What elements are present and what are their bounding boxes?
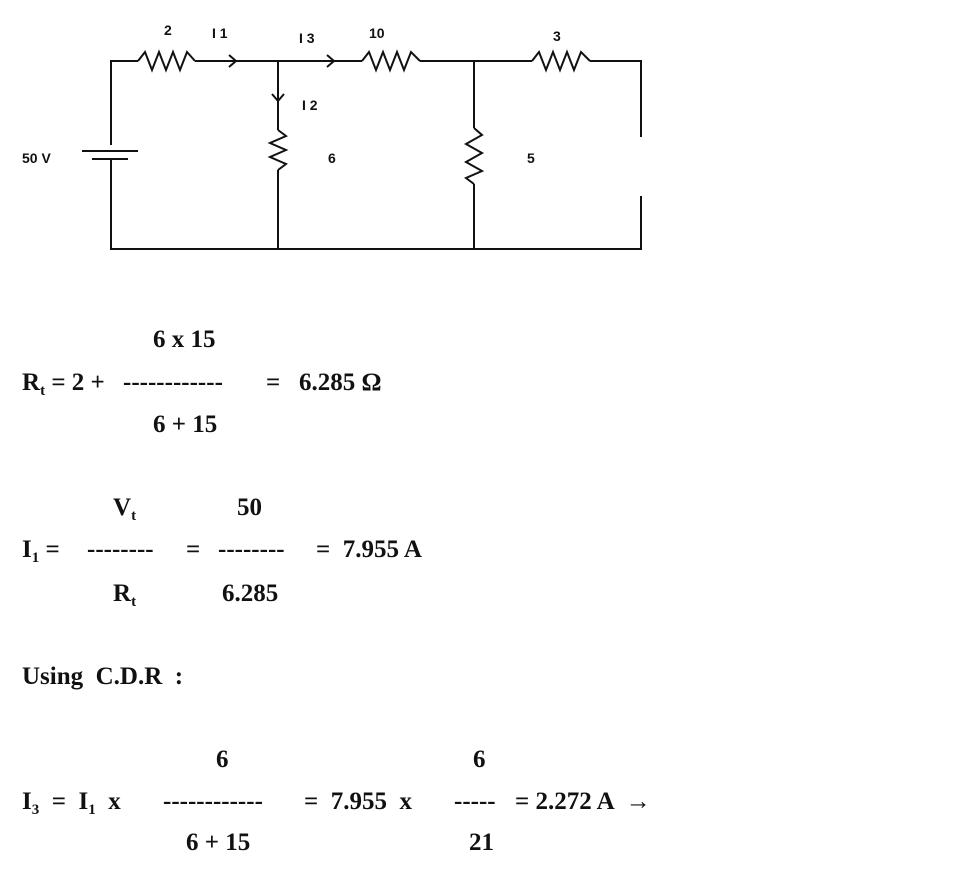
eq3-den1: 6 + 15: [186, 829, 251, 856]
arrow-i2-icon: [271, 93, 285, 103]
label-r1: 2: [164, 22, 172, 38]
label-r5: 3: [553, 28, 561, 44]
eq3-mid: = 7.955 x: [304, 788, 412, 815]
eq2-equals-mid: =: [186, 536, 201, 563]
eq3-bar1: ------------: [163, 788, 263, 815]
eq3-equals-i1: = I: [51, 788, 89, 815]
label-r4: 5: [527, 150, 535, 166]
arrow-i1-icon: [228, 54, 238, 68]
eq3-num2: 6: [473, 746, 486, 773]
eq3-result: = 2.272 A →: [515, 788, 651, 815]
eq3-times: x: [108, 788, 121, 815]
eq1-numerator: 6 x 15: [153, 326, 216, 353]
eq1-fraction-bar: ------------: [123, 369, 223, 396]
eq2-den1: Rt: [113, 580, 136, 616]
label-r3: 10: [369, 25, 385, 41]
eq2-den1-subscript: t: [131, 594, 137, 610]
wire: [590, 60, 642, 137]
wire: [110, 158, 642, 250]
resistor-3: [531, 49, 591, 73]
eq2-num1-symbol: V: [113, 494, 132, 521]
label-i1: I 1: [212, 25, 228, 41]
eq3-lhs: I3 = I1 x: [22, 788, 121, 824]
eq3-den2: 21: [469, 829, 494, 856]
eq2-lhs-subscript: 1: [31, 550, 40, 566]
eq1-lhs-subscript: t: [40, 383, 46, 399]
resistor-6: [267, 129, 289, 171]
eq2-result: = 7.955 A: [316, 536, 422, 563]
eq3-num1: 6: [216, 746, 229, 773]
eq1-lhs: Rt = 2 +: [22, 369, 105, 405]
label-i2: I 2: [302, 97, 318, 113]
eq3-i1-subscript: 1: [88, 802, 96, 818]
eq2-num1: Vt: [113, 494, 136, 530]
eq1-denominator: 6 + 15: [153, 411, 218, 438]
resistor-2: [137, 49, 196, 73]
eq1-result: = 6.285 Ω: [266, 369, 382, 396]
eq2-lhs: I1 =: [22, 536, 60, 572]
eq3-bar2: -----: [454, 788, 496, 815]
eq3-lhs-subscript: 3: [31, 802, 40, 818]
label-i3: I 3: [299, 30, 315, 46]
eq2-den2: 6.285: [222, 580, 279, 607]
eq2-bar2: --------: [218, 536, 285, 563]
eq2-lhs-symbol: I: [22, 536, 32, 563]
eq2-bar1: --------: [87, 536, 154, 563]
eq2-num1-subscript: t: [131, 508, 137, 524]
eq2-num2: 50: [237, 494, 262, 521]
eq2-equals: =: [45, 536, 60, 563]
wire: [110, 60, 138, 145]
circuit-diagram: [82, 49, 642, 250]
label-source: 50 V: [22, 150, 51, 166]
eq3-lhs-symbol: I: [22, 788, 32, 815]
eq1-prefix: = 2 +: [51, 369, 105, 396]
cdr-heading: Using C.D.R :: [22, 663, 184, 690]
eq1-lhs-symbol: R: [22, 369, 41, 396]
eq2-den1-symbol: R: [113, 580, 132, 607]
label-r2: 6: [328, 150, 336, 166]
resistor-10: [361, 49, 421, 73]
arrow-i3-icon: [326, 54, 336, 68]
resistor-5: [463, 127, 485, 185]
